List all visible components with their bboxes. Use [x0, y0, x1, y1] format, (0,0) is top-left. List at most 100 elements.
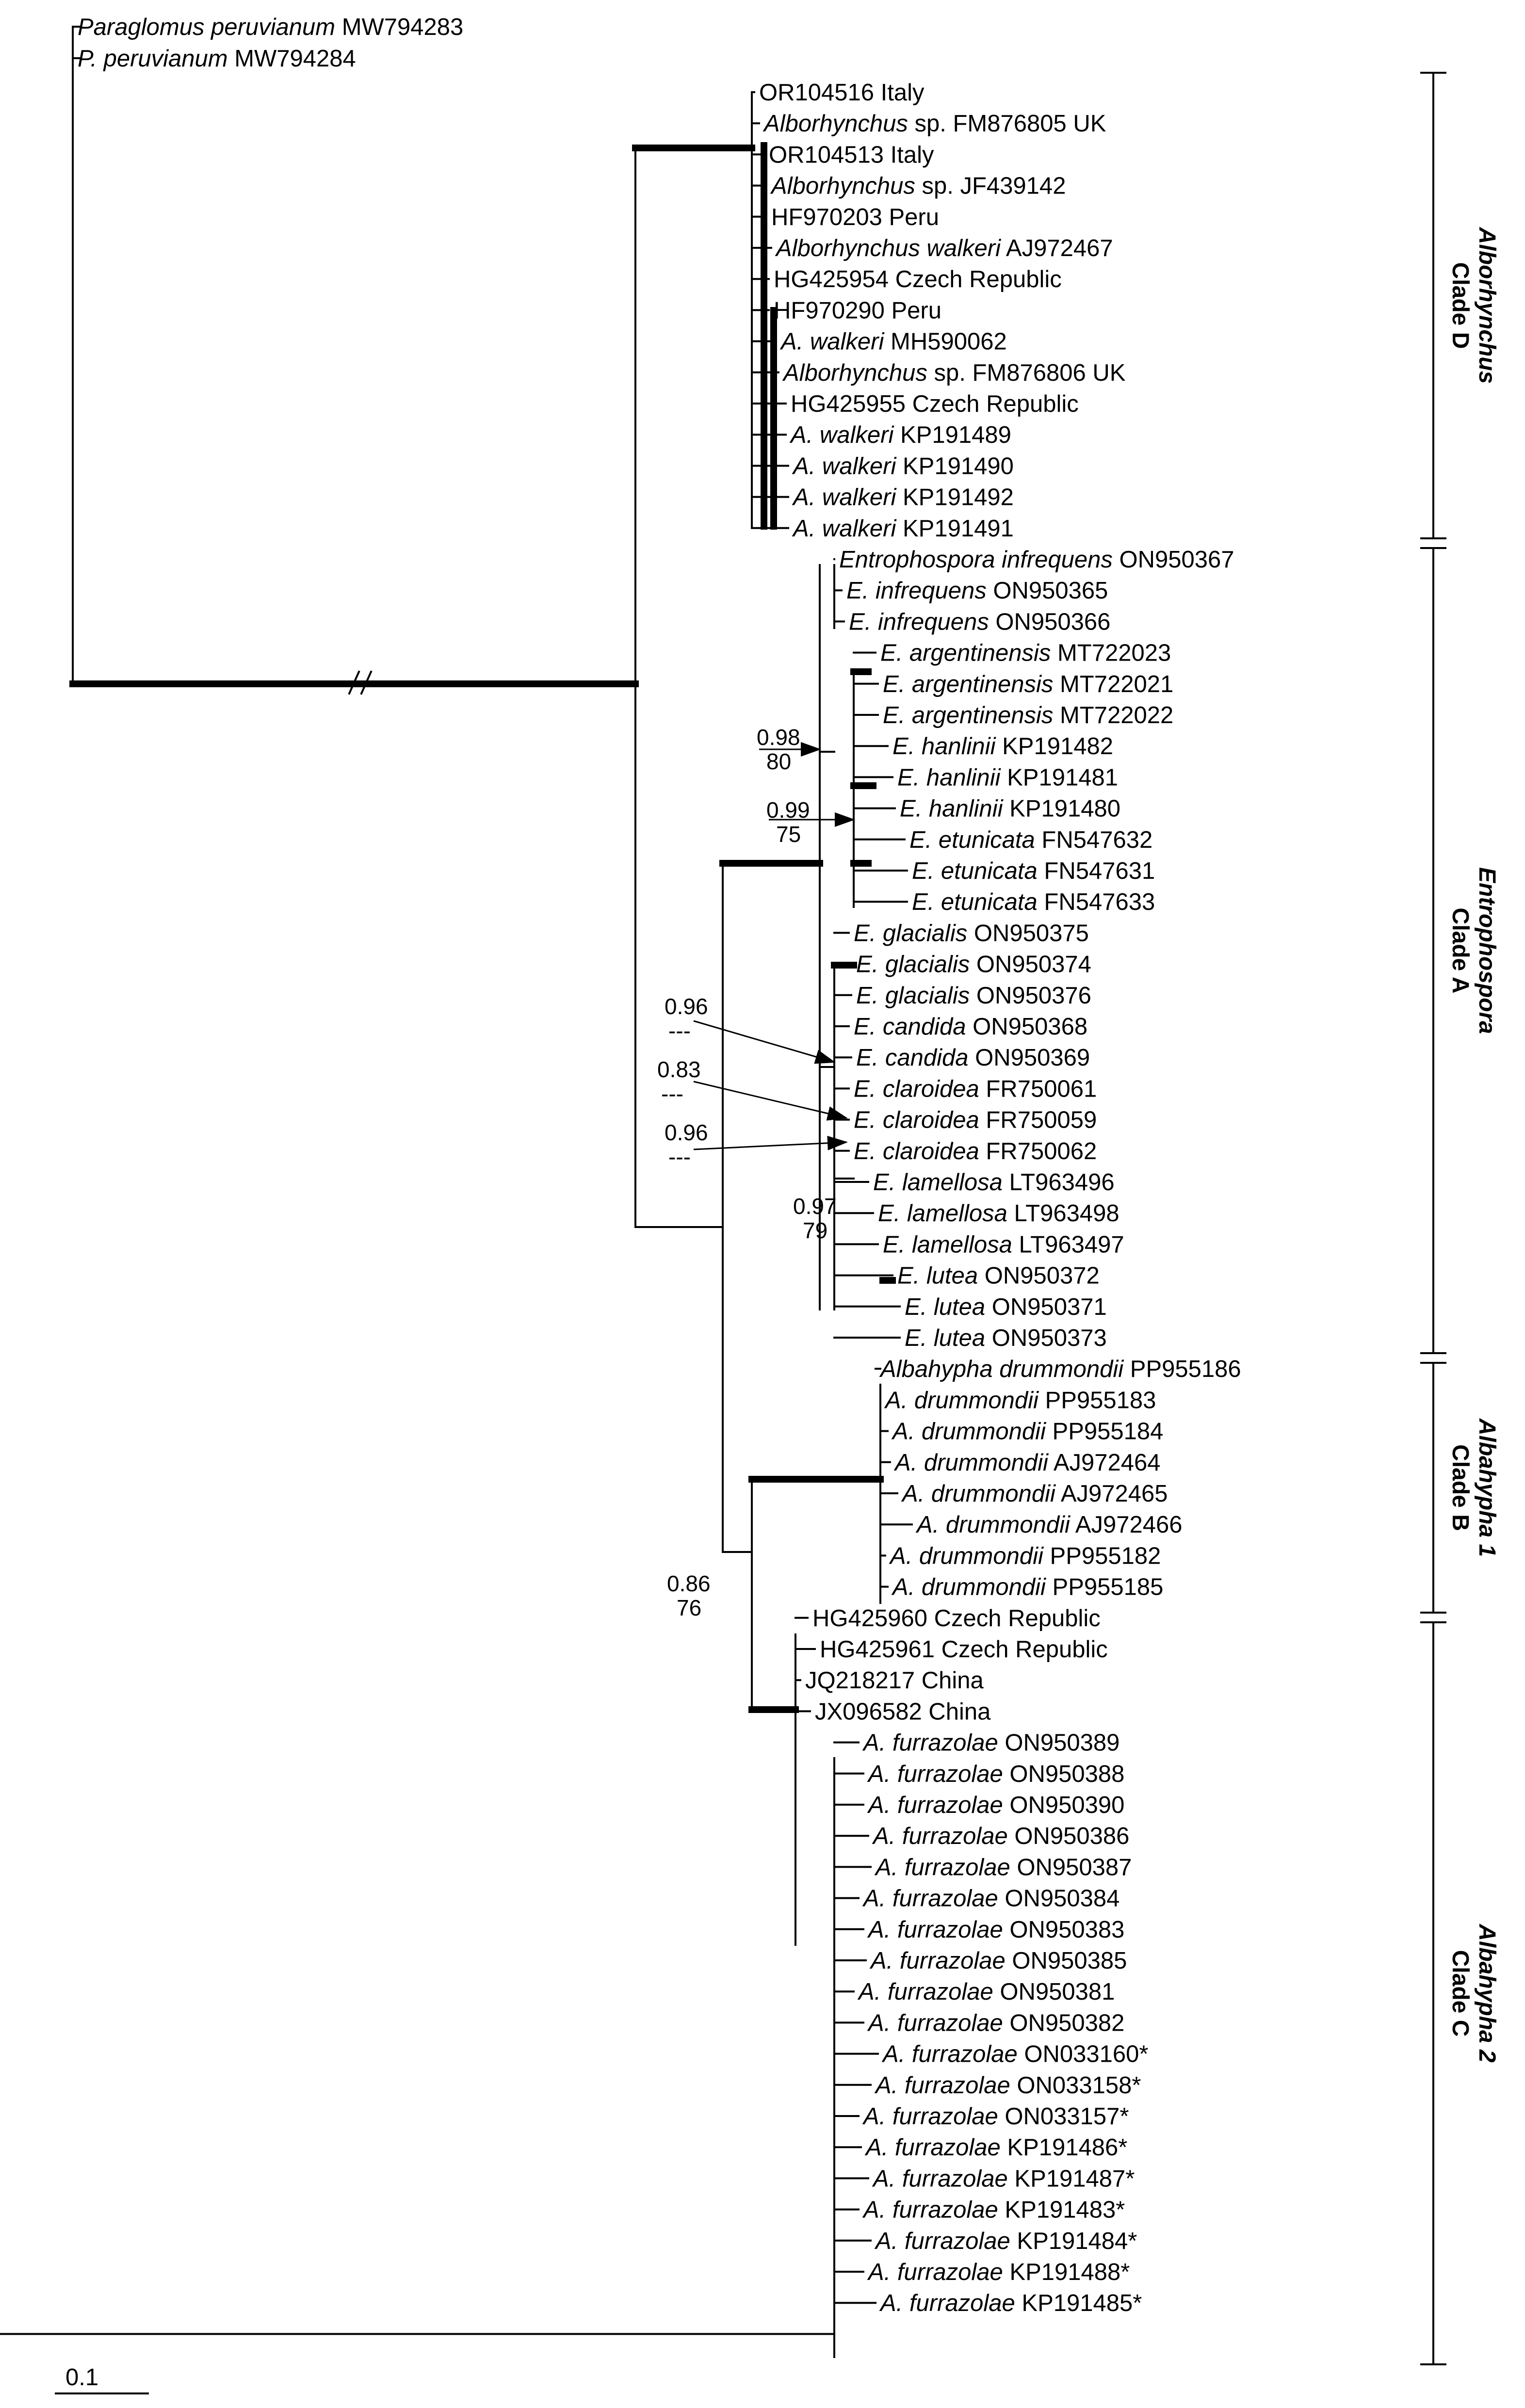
taxon-label: Paraglomus peruvianum MW794283 [78, 14, 463, 40]
taxon-accession: OR104516 Italy [759, 80, 925, 106]
taxon-label: E. hanlinii KP191482 [892, 733, 1113, 760]
taxon-label: A. furrazolae ON033160* [881, 2041, 1149, 2068]
tree-branches [0, 26, 913, 2358]
posterior-probability: 0.83 [657, 1057, 701, 1082]
taxon-label: E. argentinensis MT722023 [880, 640, 1171, 666]
taxon-accession: MT722023 [1051, 640, 1171, 666]
taxon-accession: FN547633 [1038, 889, 1155, 915]
taxon-genus-species: E. argentinensis [883, 671, 1053, 697]
clade-name: Clade A [1447, 908, 1473, 994]
taxon-label: E. infrequens ON950365 [846, 578, 1108, 604]
taxon-accession: FR750062 [979, 1138, 1097, 1164]
taxon-accession: LT963496 [1003, 1169, 1115, 1196]
taxon-accession: JQ218217 China [805, 1667, 984, 1694]
clade-genus: Albahypha 1 [1474, 1418, 1500, 1557]
taxon-accession: OR104513 Italy [769, 142, 934, 168]
taxon-genus-species: E. lutea [905, 1325, 985, 1351]
taxon-label: HG425960 Czech Republic [812, 1605, 1101, 1632]
taxon-genus-species: Entrophospora infrequens [839, 547, 1113, 573]
taxon-accession: sp. FM876806 UK [927, 360, 1126, 386]
taxon-accession: ON950389 [998, 1730, 1120, 1756]
taxon-genus-species: A. furrazolae [867, 2010, 1003, 2036]
taxon-label: JQ218217 China [805, 1667, 984, 1694]
posterior-probability: 0.99 [766, 797, 810, 823]
taxon-genus-species: E. infrequens [846, 578, 987, 604]
clade-genus: Albahypha 2 [1474, 1923, 1500, 2063]
taxon-label: Entrophospora infrequens ON950367 [839, 547, 1234, 573]
taxon-genus-species: A. walkeri [792, 453, 897, 479]
taxon-label: A. drummondii PP955184 [891, 1419, 1163, 1445]
taxon-accession: AJ972466 [1070, 1512, 1183, 1538]
taxon-label: OR104513 Italy [769, 142, 934, 168]
taxon-accession: ON950376 [970, 983, 1091, 1009]
taxon-label: A. furrazolae ON033157* [862, 2103, 1129, 2130]
taxon-label: E. lamellosa LT963497 [883, 1231, 1124, 1258]
taxon-genus-species: A. furrazolae [872, 1823, 1008, 1849]
bootstrap-value: 76 [677, 1595, 701, 1620]
taxon-label: P. peruvianum MW794284 [78, 46, 356, 72]
taxon-label: E. glacialis ON950375 [854, 920, 1089, 946]
taxon-accession: ON950372 [978, 1263, 1100, 1289]
taxon-label: A. walkeri KP191490 [792, 453, 1014, 479]
taxon-genus-species: E. hanlinii [900, 796, 1004, 822]
taxon-genus-species: P. peruvianum [78, 46, 228, 72]
taxon-accession: ON950368 [966, 1014, 1088, 1040]
taxon-genus-species: E. claroidea [854, 1076, 979, 1102]
taxon-label: E. glacialis ON950376 [856, 983, 1091, 1009]
taxon-genus-species: E. candida [854, 1014, 966, 1040]
taxon-accession: ON950382 [1003, 2010, 1125, 2036]
taxon-label: A. furrazolae ON950384 [862, 1886, 1119, 1912]
taxon-label: A. furrazolae KP191487* [872, 2166, 1135, 2192]
taxon-label: A. furrazolae KP191483* [862, 2197, 1125, 2223]
taxon-accession: KP191488* [1003, 2259, 1130, 2285]
branch-break-mark [360, 670, 373, 695]
taxon-genus-species: E. etunicata [912, 889, 1038, 915]
clade-name: Clade D [1447, 262, 1473, 349]
taxon-accession: ON033157* [998, 2103, 1129, 2130]
taxon-genus-species: E. argentinensis [883, 702, 1053, 728]
taxon-accession: ON950369 [969, 1045, 1090, 1071]
taxon-genus-species: A. furrazolae [867, 1917, 1003, 1943]
taxon-accession: MT722022 [1053, 702, 1173, 728]
taxon-genus-species: E. glacialis [856, 983, 970, 1009]
taxon-label: HF970203 Peru [771, 204, 939, 230]
taxon-label: E. etunicata FN547633 [912, 889, 1155, 915]
posterior-probability: 0.98 [757, 725, 800, 750]
taxon-accession: ON950375 [967, 920, 1089, 946]
taxon-accession: PP955183 [1038, 1387, 1156, 1413]
taxon-label: A. furrazolae ON033158* [874, 2072, 1141, 2099]
taxon-label: HG425954 Czech Republic [774, 266, 1062, 292]
taxon-genus-species: A. furrazolae [864, 2134, 1001, 2161]
taxon-genus-species: A. furrazolae [881, 2041, 1018, 2068]
taxon-genus-species: E. etunicata [912, 858, 1038, 884]
taxon-genus-species: A. furrazolae [874, 2072, 1010, 2099]
taxon-accession: AJ972465 [1055, 1481, 1168, 1507]
taxon-label: E. lutea ON950371 [905, 1294, 1107, 1320]
taxon-accession: ON033160* [1018, 2041, 1149, 2068]
taxon-genus-species: A. drummondii [915, 1512, 1071, 1538]
taxon-accession: ON033158* [1010, 2072, 1141, 2099]
taxon-genus-species: A. walkeri [789, 422, 894, 448]
taxon-label: E. candida ON950369 [856, 1045, 1090, 1071]
taxon-label: Albahypha drummondii PP955186 [879, 1356, 1241, 1382]
taxon-accession: ON950390 [1003, 1792, 1125, 1818]
taxon-genus-species: Alborhynchus walkeri [775, 235, 1001, 261]
clade-genus: Alborhynchus [1474, 227, 1500, 384]
taxon-accession: AJ972464 [1048, 1450, 1161, 1476]
taxon-accession: HG425955 Czech Republic [791, 391, 1079, 417]
taxon-accession: KP191487* [1008, 2166, 1135, 2192]
bootstrap-value: 80 [766, 749, 791, 774]
taxon-genus-species: E. argentinensis [880, 640, 1051, 666]
taxon-accession: sp. FM876805 UK [908, 111, 1106, 137]
taxon-genus-species: E. glacialis [854, 920, 967, 946]
taxon-accession: KP191483* [998, 2197, 1125, 2223]
taxon-label: E. lamellosa LT963496 [873, 1169, 1115, 1196]
taxon-accession: LT963497 [1012, 1231, 1124, 1258]
taxon-label: A. furrazolae KP191485* [879, 2290, 1142, 2316]
taxon-genus-species: E. lutea [905, 1294, 985, 1320]
bootstrap-value: --- [661, 1081, 683, 1106]
taxon-accession: ON950386 [1008, 1823, 1130, 1849]
